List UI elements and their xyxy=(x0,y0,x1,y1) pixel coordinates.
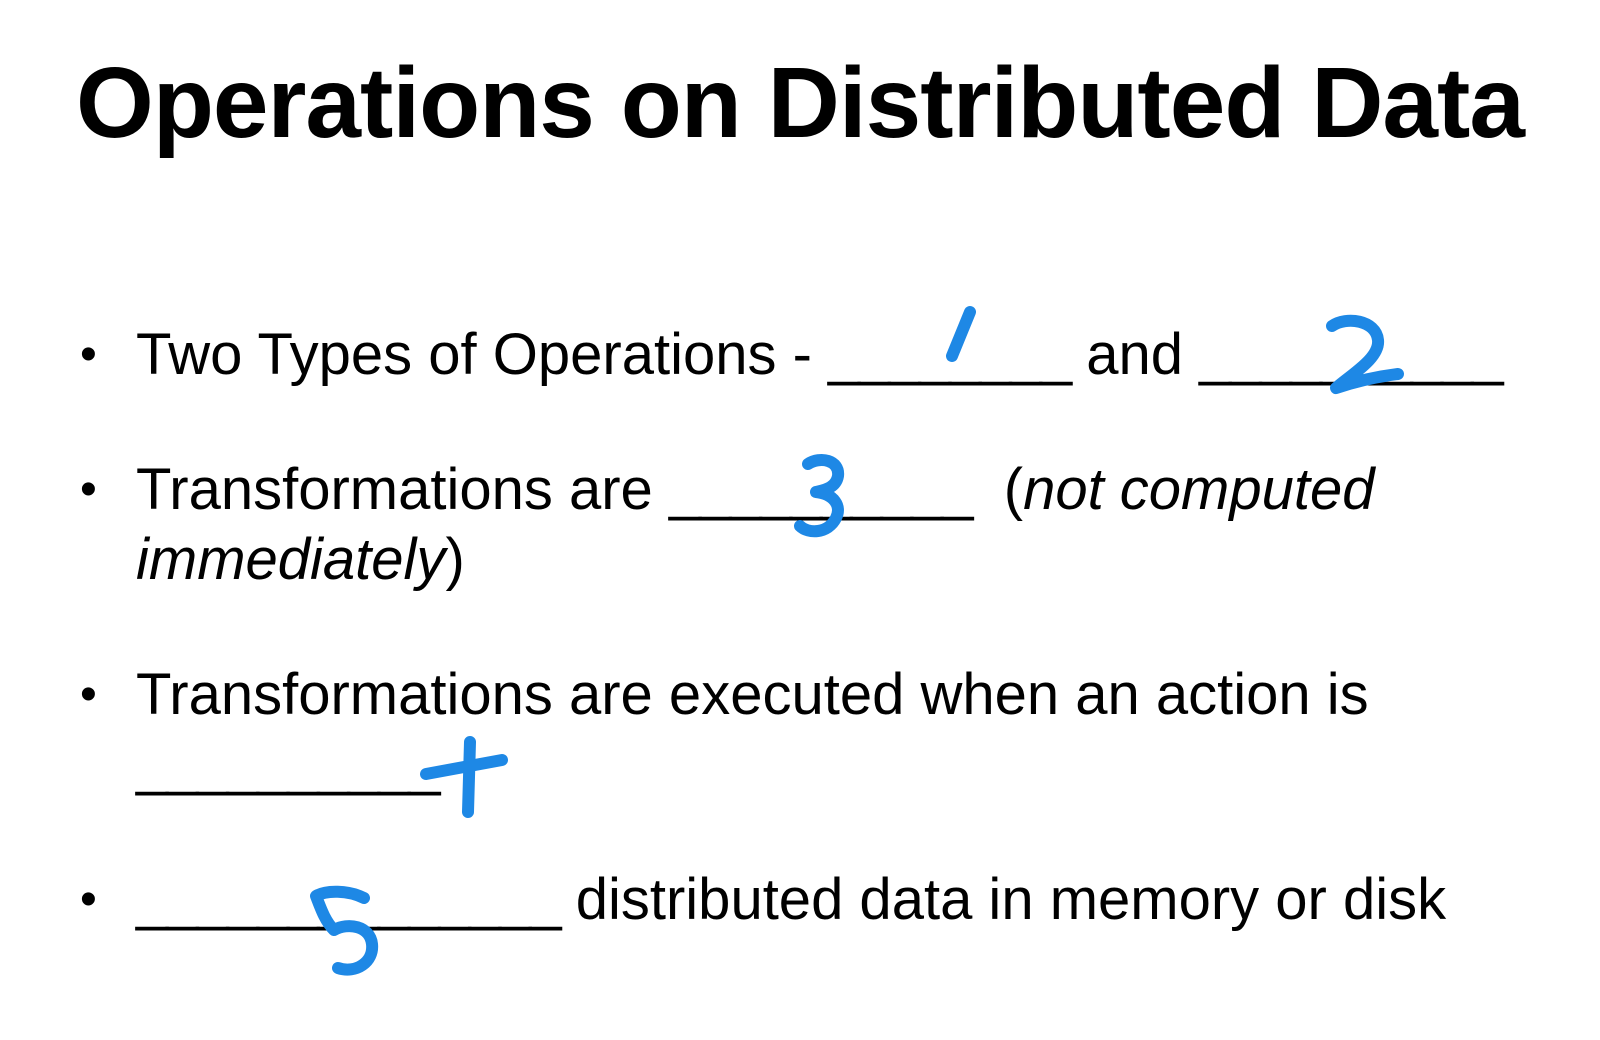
bullet-dot: • xyxy=(80,463,97,516)
bullet-italic-text: not computed xyxy=(1023,457,1375,522)
fill-in-blank-3: __________ xyxy=(668,457,974,522)
slide-title: Operations on Distributed Data xyxy=(76,47,1525,159)
bullet-text: Transformations are xyxy=(136,457,669,522)
bullet-line: Two Types of Operations - ________ and _… xyxy=(136,320,1504,390)
bullet-text: ( xyxy=(971,457,1024,522)
fill-in-blank-4: __________ xyxy=(136,732,441,797)
bullet-dot: • xyxy=(80,328,97,381)
bullet-dot: • xyxy=(80,668,97,721)
fill-in-blank-1: ________ xyxy=(828,322,1072,387)
bullet-line: Transformations are executed when an act… xyxy=(136,662,1369,727)
bullet-line: ______________ distributed data in memor… xyxy=(136,865,1446,935)
handwritten-number-4-stem xyxy=(462,736,476,818)
fill-in-blank-5: ______________ xyxy=(136,867,562,932)
bullet-italic-text: immediately xyxy=(136,527,446,592)
bullet-text: and xyxy=(1070,322,1200,387)
bullet-line: immediately) xyxy=(136,525,465,595)
bullet-text: ) xyxy=(445,527,465,592)
bullet-line: Transformations are __________ (not comp… xyxy=(136,455,1375,525)
bullet-text: distributed data in memory or disk xyxy=(559,867,1447,932)
fill-in-blank-2: __________ xyxy=(1199,322,1504,387)
bullet-dot: • xyxy=(80,873,97,926)
bullet-text: Two Types of Operations - xyxy=(136,322,829,387)
